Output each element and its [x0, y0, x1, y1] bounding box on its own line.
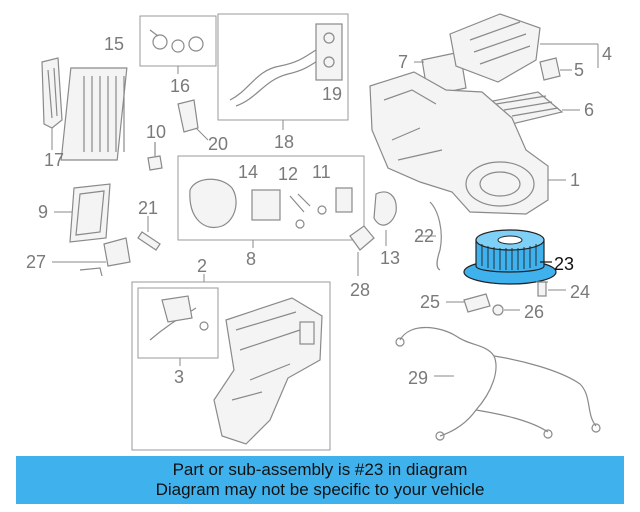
part-26 — [492, 304, 504, 316]
parts-diagram: 15 17 16 20 10 19 18 14 12 11 — [26, 13, 612, 451]
callout-3[interactable]: 3 — [174, 367, 184, 387]
part-hvac-housing — [369, 71, 549, 215]
callout-24[interactable]: 24 — [570, 282, 590, 302]
part-blower-motor-highlighted[interactable] — [463, 229, 557, 285]
part-filter-frame — [69, 183, 111, 243]
part-25 — [463, 293, 491, 313]
part-drain-hose — [429, 201, 442, 271]
part-screw-24 — [536, 281, 548, 297]
callout-29[interactable]: 29 — [408, 368, 428, 388]
part-28 — [349, 225, 375, 251]
callout-6[interactable]: 6 — [584, 100, 594, 120]
callout-5[interactable]: 5 — [574, 60, 584, 80]
part-seal-strip — [41, 57, 63, 129]
callout-28[interactable]: 28 — [350, 280, 370, 300]
callout-15[interactable]: 15 — [104, 34, 124, 54]
box-2 — [131, 281, 331, 451]
callout-22[interactable]: 22 — [414, 226, 434, 246]
callout-13[interactable]: 13 — [380, 248, 400, 268]
callout-12[interactable]: 12 — [278, 164, 298, 184]
callout-26[interactable]: 26 — [524, 302, 544, 322]
callout-11[interactable]: 11 — [312, 162, 331, 182]
part-clips — [149, 29, 204, 53]
part-hoses — [229, 23, 343, 107]
part-flaps — [149, 295, 209, 341]
info-banner: Part or sub-assembly is #23 in diagram D… — [16, 456, 624, 504]
callout-8[interactable]: 8 — [246, 249, 256, 269]
box-3 — [137, 287, 219, 359]
part-actuators — [189, 178, 353, 229]
callout-21[interactable]: 21 — [138, 198, 158, 218]
callout-19[interactable]: 19 — [322, 84, 342, 104]
part-13 — [373, 191, 397, 226]
callout-18[interactable]: 18 — [274, 132, 294, 152]
callout-1[interactable]: 1 — [570, 170, 580, 190]
box-16 — [139, 15, 217, 67]
banner-line-2: Diagram may not be specific to your vehi… — [155, 480, 485, 499]
callout-25[interactable]: 25 — [420, 292, 440, 312]
callout-4[interactable]: 4 — [602, 44, 612, 64]
callout-27[interactable]: 27 — [26, 252, 46, 272]
callout-23[interactable]: 23 — [554, 254, 574, 274]
part-upper-housing — [449, 13, 541, 83]
box-8 — [177, 155, 365, 241]
callout-14[interactable]: 14 — [238, 162, 258, 182]
part-5 — [539, 57, 561, 81]
callout-20[interactable]: 20 — [208, 134, 228, 154]
callout-16[interactable]: 16 — [170, 76, 190, 96]
part-21 — [137, 231, 161, 251]
banner-line-1: Part or sub-assembly is #23 in diagram — [172, 460, 468, 479]
part-sensor-10 — [147, 142, 163, 171]
part-bracket-20 — [177, 99, 199, 133]
callout-17[interactable]: 17 — [44, 150, 64, 170]
callout-7[interactable]: 7 — [398, 52, 408, 72]
callout-2[interactable]: 2 — [197, 256, 207, 276]
part-heater-core — [60, 67, 128, 161]
part-27 — [79, 237, 131, 277]
callout-9[interactable]: 9 — [38, 202, 48, 222]
callout-10[interactable]: 10 — [146, 122, 166, 142]
part-wiring-harness — [395, 327, 601, 441]
part-lower-housing — [213, 297, 323, 445]
